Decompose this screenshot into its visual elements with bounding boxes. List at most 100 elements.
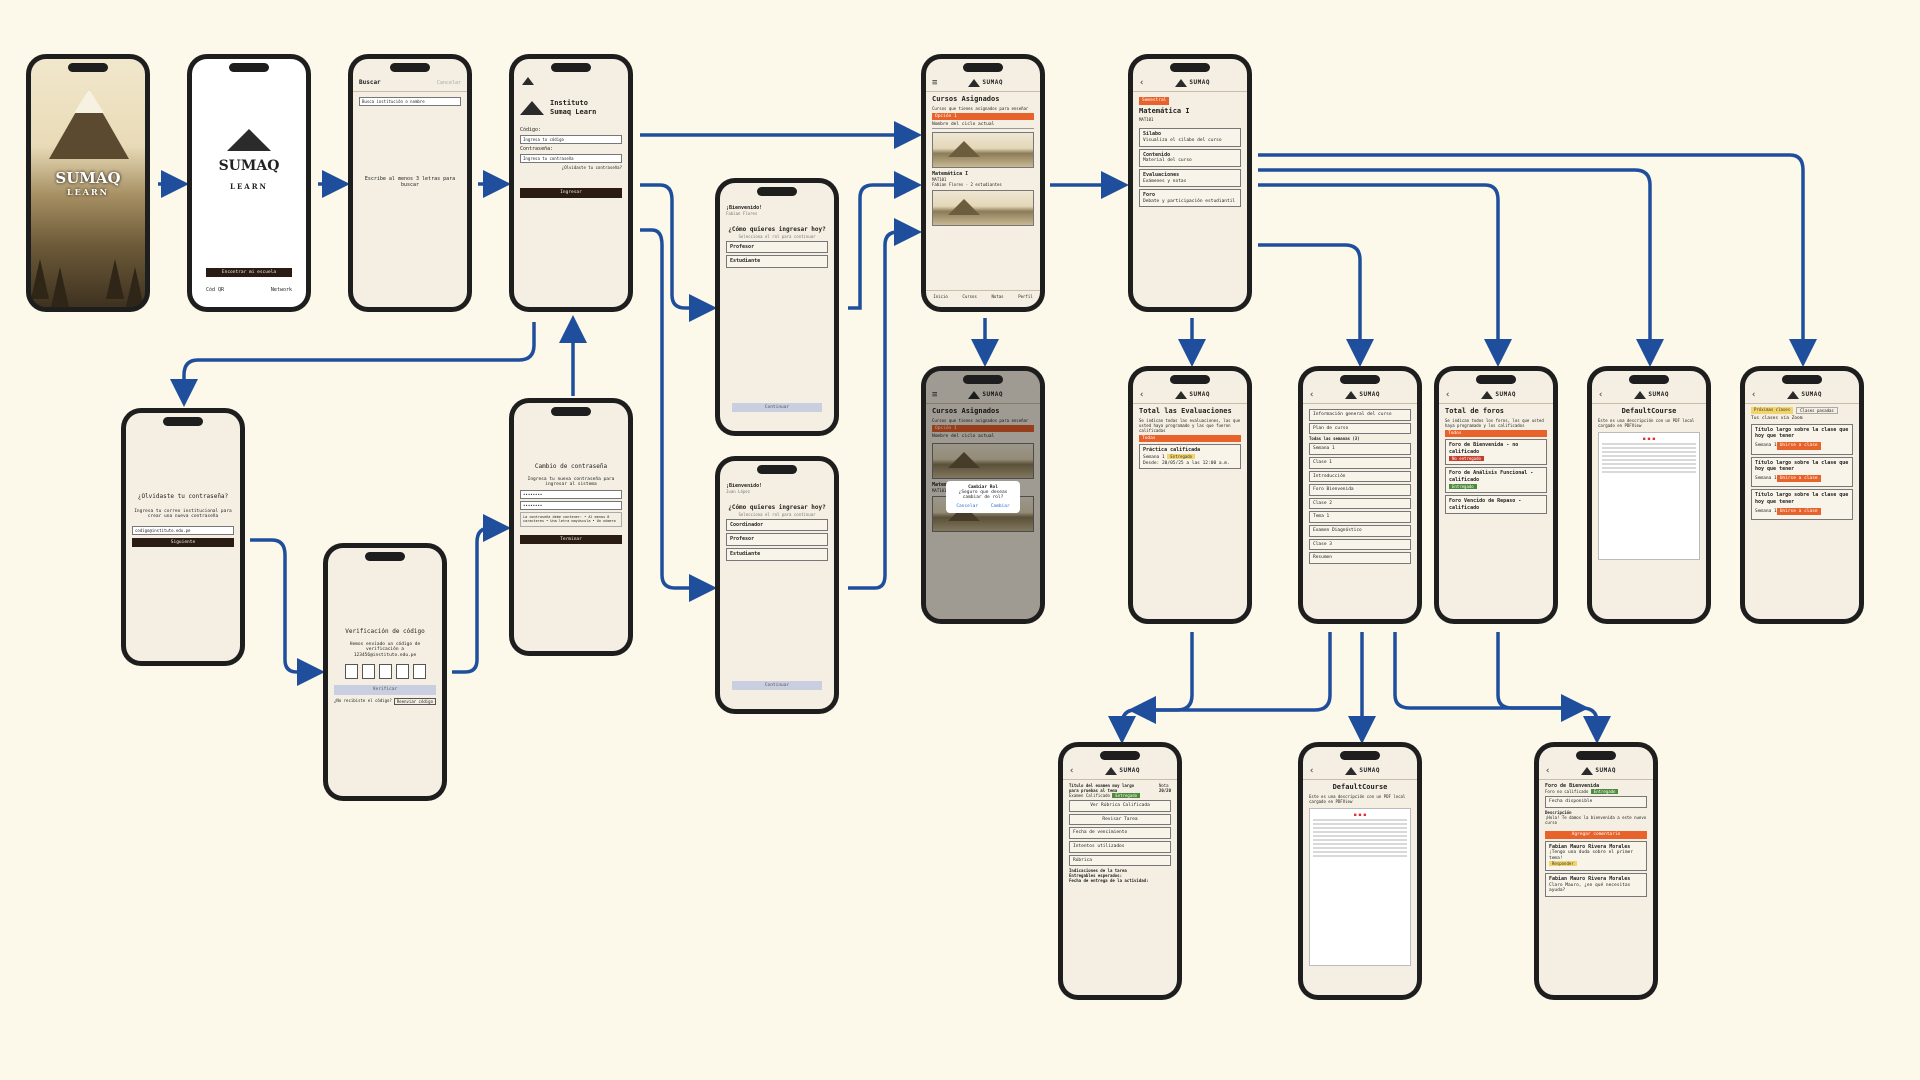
- role3-user: Juan López: [726, 489, 751, 495]
- cancel-link[interactable]: Cancelar: [436, 79, 461, 86]
- summary-item[interactable]: Resumen: [1309, 552, 1411, 564]
- verify-button[interactable]: Verificar: [334, 685, 436, 695]
- role-option-teacher[interactable]: Profesor: [726, 240, 828, 254]
- course-name[interactable]: Matemática I: [932, 171, 969, 177]
- next-button[interactable]: Siguiente: [132, 537, 234, 548]
- resend-button[interactable]: Reenviar código: [393, 698, 436, 705]
- tab-profile[interactable]: Perfil: [1018, 293, 1033, 299]
- course-card-image-2[interactable]: [932, 190, 1034, 227]
- tab-past[interactable]: Clases pasadas: [1796, 407, 1838, 414]
- diagnostic-exam-item[interactable]: Examen Diagnóstico: [1309, 525, 1411, 537]
- tab-grades[interactable]: Notas: [991, 293, 1004, 299]
- back-icon[interactable]: ‹: [1069, 765, 1075, 776]
- add-comment-button[interactable]: Agregar comentario: [1545, 830, 1647, 839]
- back-icon[interactable]: ‹: [1309, 765, 1315, 776]
- pdf-viewer[interactable]: ■ ■ ■: [1309, 807, 1411, 966]
- arrow-menu-weeks: [1258, 243, 1374, 367]
- role2-continue-button[interactable]: Continuar: [732, 403, 822, 412]
- filter-select[interactable]: Opción 1: [932, 424, 1034, 433]
- view-rubric-button[interactable]: Ver Rúbrica Calificada: [1069, 800, 1171, 812]
- rubric-row[interactable]: Rúbrica: [1069, 854, 1171, 867]
- finish-button[interactable]: Terminar: [520, 534, 622, 545]
- back-icon[interactable]: ‹: [1598, 389, 1604, 400]
- phone-forgot: ¿Olvidaste tu contraseña? Ingresa tu cor…: [121, 408, 245, 666]
- phone-splash: SUMAQ LEARN: [26, 54, 150, 312]
- general-info-row[interactable]: Información general del curso: [1309, 409, 1411, 421]
- menu-icon[interactable]: ≡: [932, 389, 938, 400]
- evals-filter[interactable]: Todas: [1139, 434, 1241, 443]
- forums-desc: Se indican todos los foros, los que uste…: [1445, 417, 1544, 428]
- back-icon[interactable]: ‹: [1445, 389, 1451, 400]
- role-option-teacher[interactable]: Profesor: [726, 533, 828, 546]
- modal-cancel-button[interactable]: Cancelar: [956, 504, 979, 509]
- code-input[interactable]: Ingresa tu código: [520, 134, 622, 144]
- topic-1-item[interactable]: Tema 1: [1309, 511, 1411, 523]
- forgot-link[interactable]: ¿Olvidaste tu contraseña?: [561, 165, 622, 170]
- class-2-row[interactable]: Clase 2: [1309, 497, 1411, 510]
- courses-title: Cursos Asignados: [932, 95, 1000, 103]
- new-password-field[interactable]: ••••••••: [520, 489, 622, 499]
- forum-item-3[interactable]: Foro Vencido de Repaso - calificado: [1445, 495, 1547, 515]
- otp-input[interactable]: [334, 664, 436, 680]
- find-school-button[interactable]: Encontrar mi escuela: [206, 268, 292, 277]
- modal-confirm-button[interactable]: Cambiar: [990, 504, 1010, 509]
- attempts-row: Intentos utilizados: [1069, 840, 1171, 853]
- arrow-login-forgot: [170, 322, 536, 407]
- syllabus2-title: DefaultCourse: [1332, 783, 1388, 791]
- phone-evaluations: ‹SUMAQ Total las Evaluaciones Se indican…: [1128, 366, 1252, 624]
- login-mini-logo: [522, 77, 534, 87]
- pdf-viewer[interactable]: ■ ■ ■: [1598, 431, 1700, 560]
- email-field[interactable]: codigo@instituto.edu.pe: [132, 525, 234, 535]
- filter-select[interactable]: Opción 1: [932, 112, 1034, 121]
- join-class-button[interactable]: Unirse a clase: [1776, 441, 1821, 450]
- arrow-login-role2: [640, 183, 717, 322]
- course-card-image[interactable]: [932, 132, 1034, 168]
- tab-courses[interactable]: Cursos: [962, 293, 977, 299]
- password-input[interactable]: Ingresa tu contraseña: [520, 154, 622, 163]
- change-desc: Ingresa tu nueva contraseña para ingresa…: [527, 476, 615, 488]
- back-icon[interactable]: ‹: [1139, 389, 1145, 400]
- phone-role-three: ¡Bienvenido! Juan López ¿Cómo quieres in…: [715, 456, 839, 714]
- syllabus-title: DefaultCourse: [1621, 407, 1677, 415]
- search-input[interactable]: Busca institución o nombre: [359, 97, 461, 106]
- password-label: Contraseña:: [520, 145, 554, 152]
- back-icon[interactable]: ‹: [1309, 389, 1315, 400]
- tab-upcoming[interactable]: Próximas clases: [1751, 407, 1794, 414]
- back-icon[interactable]: ‹: [1545, 765, 1551, 776]
- login-button[interactable]: Ingresar: [520, 188, 622, 198]
- tab-home[interactable]: Inicio: [933, 293, 948, 299]
- reply-button[interactable]: Responder: [1549, 861, 1577, 867]
- back-icon[interactable]: ‹: [1751, 389, 1757, 400]
- network-link[interactable]: Network: [270, 287, 292, 293]
- week-1-row[interactable]: Semana 1: [1309, 443, 1411, 455]
- join-class-button[interactable]: Unirse a clase: [1776, 507, 1821, 516]
- course-plan-row[interactable]: Plan de curso: [1309, 422, 1411, 435]
- forums-filter[interactable]: Todos: [1445, 429, 1547, 438]
- arrow-role2-courses: [848, 171, 922, 310]
- confirm-password-field[interactable]: ••••••••: [520, 500, 622, 510]
- join-class-button[interactable]: Unirse a clase: [1776, 474, 1821, 483]
- review-task-button[interactable]: Revisar Tarea: [1069, 813, 1171, 826]
- course-badge: Semestral: [1139, 97, 1170, 105]
- role3-continue-button[interactable]: Continuar: [732, 681, 822, 690]
- menu-icon[interactable]: ≡: [932, 77, 938, 88]
- back-icon[interactable]: ‹: [1139, 77, 1145, 88]
- intro-item[interactable]: Introducción: [1309, 470, 1411, 483]
- role-option-coordinator[interactable]: Coordinador: [726, 518, 828, 532]
- role-option-student[interactable]: Estudiante: [726, 255, 828, 268]
- arrow-forums-forumdetail: [1496, 632, 1589, 722]
- qr-code-link[interactable]: Cód QR: [206, 287, 225, 293]
- role-option-student[interactable]: Estudiante: [726, 548, 828, 561]
- welcome-forum-item[interactable]: Foro Bienvenida: [1309, 484, 1411, 496]
- class-1-row[interactable]: Clase 1: [1309, 456, 1411, 469]
- arrow-menu-forums: [1258, 183, 1512, 367]
- class-3-row[interactable]: Clase 3: [1309, 538, 1411, 551]
- courses-desc: Cursos que tienes asignados para enseñar: [932, 417, 1029, 423]
